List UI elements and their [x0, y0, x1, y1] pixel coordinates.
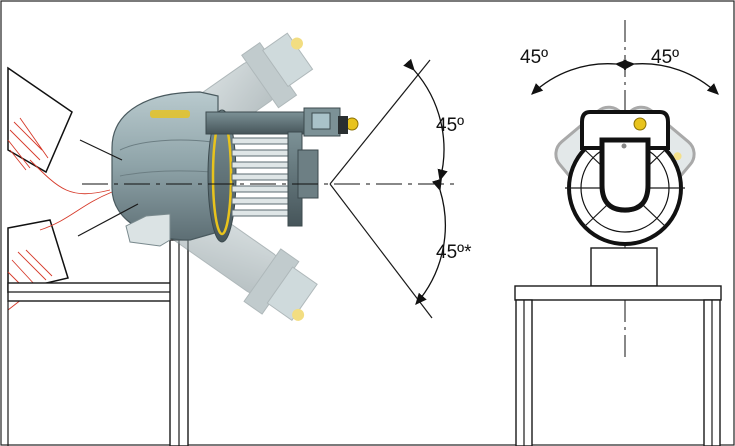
angle-left-label: 45º: [520, 47, 548, 68]
inspection-unit-side: [77, 91, 359, 247]
angle-up-label: 45º: [436, 115, 464, 136]
inspection-unit-front: [565, 110, 685, 246]
booth-panel: [7, 66, 113, 311]
front-angle-dimension: [531, 59, 719, 95]
side-angle-dimension: [82, 58, 455, 319]
front-view: 45º 45º: [514, 20, 722, 446]
angle-down-label: 45º*: [436, 242, 472, 263]
side-view: 45º 45º*: [7, 32, 472, 446]
angle-right-label: 45º: [651, 47, 679, 68]
front-table: [514, 247, 722, 446]
cooling-fins: [231, 137, 291, 217]
